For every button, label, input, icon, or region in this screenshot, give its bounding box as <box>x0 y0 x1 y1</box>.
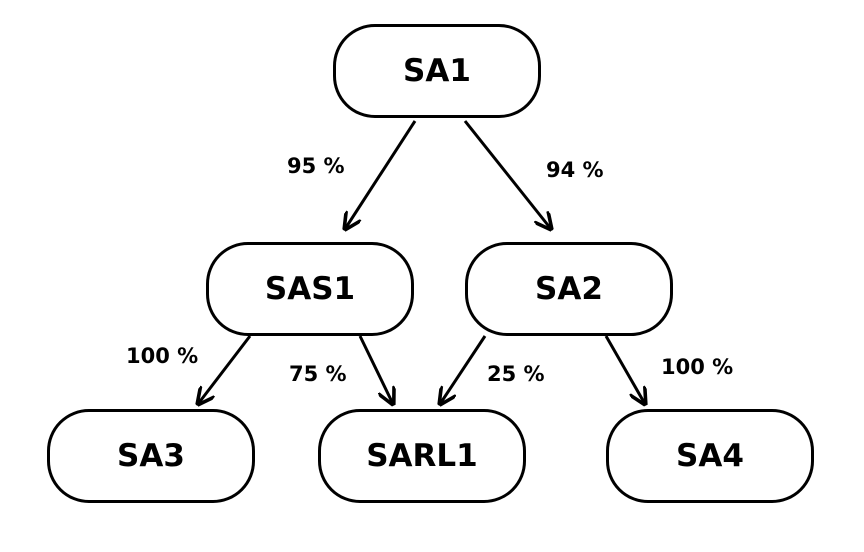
edge-sa2-sa4-arrow <box>604 335 645 404</box>
node-sarl1: SARL1 <box>318 409 526 503</box>
node-sa1: SA1 <box>333 24 541 118</box>
node-sas1: SAS1 <box>206 242 414 336</box>
edge-label-sa2-sa4: 100 % <box>661 355 734 379</box>
edge-sa2-sarl1-arrow <box>440 335 487 404</box>
edge-label-sa1-sa2: 94 % <box>546 158 604 182</box>
edge-label-sas1-sarl1: 75 % <box>289 362 347 386</box>
edge-sas1-sa3-arrow <box>198 335 252 404</box>
edge-sa1-sas1-arrow <box>345 120 417 229</box>
edge-sas1-sarl1-arrow <box>358 335 393 404</box>
edge-sa1-sa2-arrow <box>463 120 551 229</box>
node-sa3: SA3 <box>47 409 255 503</box>
edge-label-sa2-sarl1: 25 % <box>487 362 545 386</box>
node-sa4: SA4 <box>606 409 814 503</box>
node-sa2: SA2 <box>465 242 673 336</box>
edge-label-sa1-sas1: 95 % <box>287 154 345 178</box>
edge-label-sas1-sa3: 100 % <box>126 344 199 368</box>
